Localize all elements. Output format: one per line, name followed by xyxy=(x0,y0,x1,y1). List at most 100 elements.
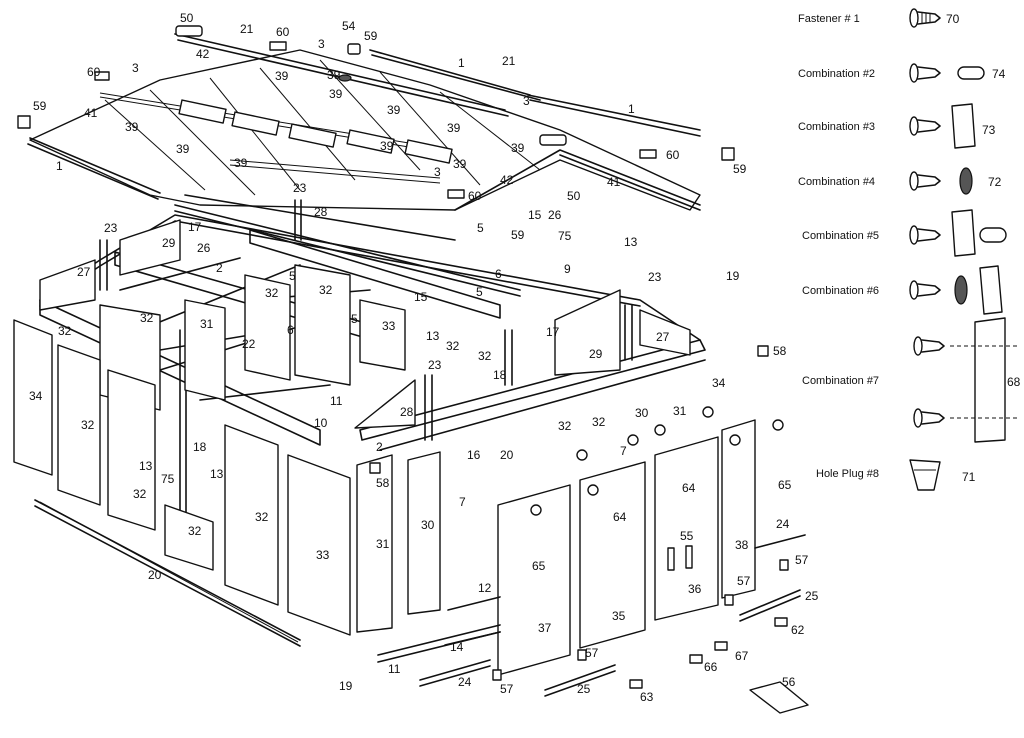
part-callout: 17 xyxy=(546,325,560,339)
part-callout: 34 xyxy=(29,389,43,403)
part-callout: 39 xyxy=(387,103,401,117)
part-callout: 18 xyxy=(493,368,507,382)
part-callout: 1 xyxy=(628,102,635,116)
legend-screw-5 xyxy=(909,209,1007,257)
part-callout: 14 xyxy=(450,640,464,654)
part-callout: 21 xyxy=(240,22,254,36)
part-callout: 19 xyxy=(726,269,740,283)
part-callout: 10 xyxy=(314,416,328,430)
part-callout: 64 xyxy=(682,481,696,495)
part-callout: 21 xyxy=(502,54,516,68)
legend-hole-plug xyxy=(909,459,941,491)
part-callout: 65 xyxy=(778,478,792,492)
part-callout: 60 xyxy=(87,65,101,79)
part-callout: 15 xyxy=(414,290,428,304)
part-callout: 3 xyxy=(318,37,325,51)
part-callout: 20 xyxy=(500,448,514,462)
part-callout: 59 xyxy=(364,29,378,43)
part-callout: 67 xyxy=(735,649,749,663)
part-callout: 30 xyxy=(635,406,649,420)
part-callout: 11 xyxy=(388,662,401,676)
part-callout: 29 xyxy=(162,236,176,250)
legend-screw-1 xyxy=(909,8,941,28)
legend-label: Combination #5 xyxy=(802,230,879,242)
part-callout: 6 xyxy=(287,323,294,337)
legend-part-number: 72 xyxy=(988,175,1002,189)
part-callout: 39 xyxy=(327,68,341,82)
part-callout: 59 xyxy=(733,162,747,176)
part-callout: 23 xyxy=(428,358,442,372)
part-callout: 59 xyxy=(33,99,47,113)
part-callout: 13 xyxy=(426,329,440,343)
part-callout: 32 xyxy=(446,339,460,353)
legend-part-number: 73 xyxy=(982,123,996,137)
part-callout: 5 xyxy=(476,285,483,299)
part-callout: 32 xyxy=(319,283,333,297)
part-callout: 39 xyxy=(329,87,343,101)
part-callout: 57 xyxy=(795,553,809,567)
part-callout: 62 xyxy=(791,623,805,637)
part-callout: 23 xyxy=(293,181,307,195)
part-callout: 18 xyxy=(193,440,207,454)
part-callout: 12 xyxy=(478,581,492,595)
part-callout: 16 xyxy=(467,448,481,462)
part-callout: 31 xyxy=(200,317,214,331)
part-callout: 58 xyxy=(773,344,787,358)
part-callout: 32 xyxy=(265,286,279,300)
part-callout: 56 xyxy=(782,675,796,689)
part-callout: 9 xyxy=(564,262,571,276)
legend-screw-7 xyxy=(913,317,1020,443)
legend-label: Hole Plug #8 xyxy=(816,468,879,480)
part-callout: 39 xyxy=(511,141,525,155)
part-callout: 75 xyxy=(161,472,175,486)
part-callout: 5 xyxy=(289,269,296,283)
part-callout: 60 xyxy=(276,25,290,39)
left-wall-panels xyxy=(13,319,441,647)
part-callout: 39 xyxy=(125,120,139,134)
part-callout: 13 xyxy=(210,467,224,481)
part-callout: 13 xyxy=(139,459,153,473)
part-callout: 27 xyxy=(77,265,91,279)
part-callout: 55 xyxy=(680,529,694,543)
part-callout: 25 xyxy=(577,682,591,696)
part-callout: 5 xyxy=(351,312,358,326)
part-callout: 32 xyxy=(58,324,72,338)
part-callout: 58 xyxy=(376,476,390,490)
part-callout: 26 xyxy=(197,241,211,255)
part-callout: 32 xyxy=(81,418,95,432)
part-callout: 3 xyxy=(523,94,530,108)
part-callout: 50 xyxy=(180,11,194,25)
part-callout: 57 xyxy=(737,574,751,588)
part-callout: 28 xyxy=(314,205,328,219)
part-callout: 23 xyxy=(648,270,662,284)
part-callout: 33 xyxy=(316,548,330,562)
part-callout: 32 xyxy=(558,419,572,433)
part-callout: 63 xyxy=(640,690,654,704)
part-callout: 23 xyxy=(104,221,118,235)
legend-screw-2 xyxy=(909,63,985,83)
part-callout: 75 xyxy=(558,229,572,243)
part-callout: 54 xyxy=(342,19,356,33)
part-callout: 1 xyxy=(458,56,465,70)
part-callout: 29 xyxy=(589,347,603,361)
part-callout: 34 xyxy=(712,376,726,390)
legend-label: Fastener # 1 xyxy=(798,13,860,25)
part-callout: 32 xyxy=(140,311,154,325)
part-callout: 26 xyxy=(548,208,562,222)
part-callout: 32 xyxy=(255,510,269,524)
part-callout: 66 xyxy=(704,660,718,674)
part-callout: 39 xyxy=(447,121,461,135)
part-callout: 39 xyxy=(275,69,289,83)
part-callout: 41 xyxy=(607,175,621,189)
part-callout: 42 xyxy=(196,47,210,61)
part-callout: 3 xyxy=(132,61,139,75)
legend-part-number: 70 xyxy=(946,12,960,26)
part-callout: 37 xyxy=(538,621,552,635)
part-callout: 50 xyxy=(567,189,581,203)
part-callout: 13 xyxy=(624,235,638,249)
part-callout: 39 xyxy=(380,139,394,153)
part-callout: 32 xyxy=(188,524,202,538)
